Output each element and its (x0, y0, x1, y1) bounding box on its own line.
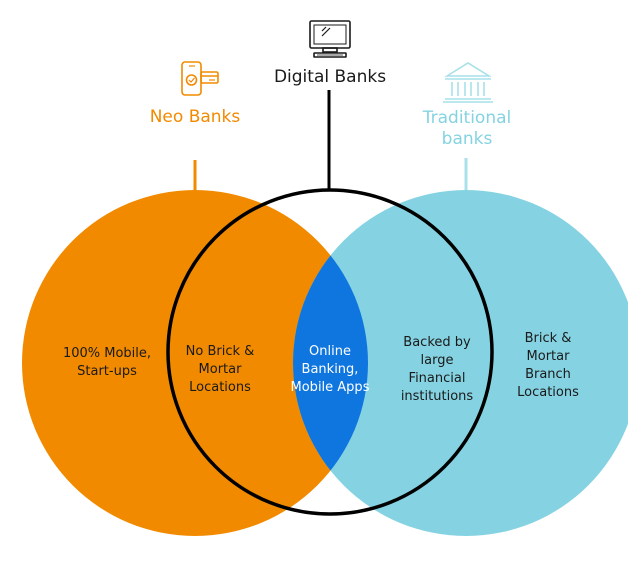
digital-banks-title: Digital Banks (273, 67, 387, 87)
bank-building-icon (443, 62, 493, 103)
neo-only-line: 100% Mobile, (62, 346, 152, 361)
trad-digital-line: large (420, 353, 454, 368)
traditional-banks-title: Traditional banks (400, 108, 534, 150)
neo-digital-line: Mortar (198, 362, 242, 377)
neo-banks-title: Neo Banks (149, 107, 241, 127)
overlap-line: Banking, (301, 362, 359, 377)
trad-only-line: Locations (517, 385, 579, 400)
trad-only-line: Mortar (526, 349, 570, 364)
neo-only-line: Start-ups (77, 364, 137, 379)
trad-digital-line: institutions (400, 389, 474, 404)
neo-banks-circle (22, 190, 368, 536)
neo-digital-line: Locations (189, 380, 251, 395)
traditional-title-line-1: Traditional (422, 108, 512, 128)
overlap-line: Online (309, 344, 351, 359)
trad-only-label: Brick & Mortar Branch Locations (503, 330, 593, 402)
neo-digital-line: No Brick & (185, 344, 255, 359)
computer-monitor-icon (309, 20, 351, 58)
traditional-banks-circle (293, 190, 628, 536)
trad-digital-label: Backed by large Financial institutions (387, 334, 487, 406)
trad-digital-line: Backed by (403, 335, 471, 350)
neo-digital-label: No Brick & Mortar Locations (170, 343, 270, 397)
overlap-label: Online Banking, Mobile Apps (280, 343, 380, 397)
digital-banks-circle (166, 188, 494, 516)
overlap-line: Mobile Apps (290, 380, 370, 395)
neo-only-label: 100% Mobile, Start-ups (52, 345, 162, 381)
trad-digital-line: Financial (408, 371, 466, 386)
mobile-payment-icon (181, 61, 219, 96)
trad-only-line: Branch (525, 367, 571, 382)
trad-only-line: Brick & (524, 331, 572, 346)
traditional-title-line-2: banks (441, 129, 493, 149)
